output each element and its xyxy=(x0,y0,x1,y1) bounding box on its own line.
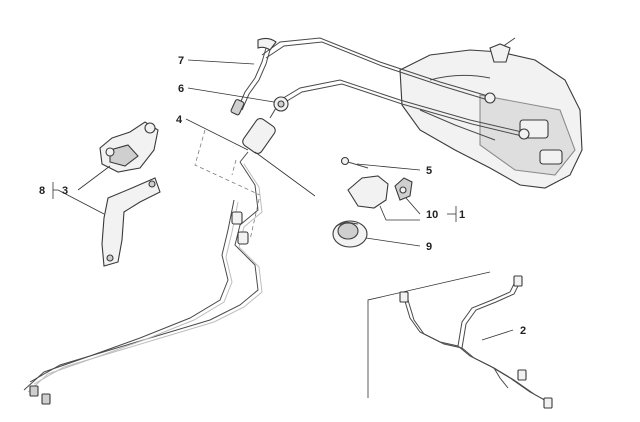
fuel-lines xyxy=(23,129,263,405)
callout-labels: 7 6 4 5 8 3 10 1 9 2 xyxy=(39,55,526,337)
leader-lines xyxy=(57,59,514,341)
callout-6: 6 xyxy=(178,83,184,95)
callout-1: 1 xyxy=(459,209,465,221)
mounting-bracket-part-8 xyxy=(101,177,161,267)
callout-9: 9 xyxy=(426,241,432,253)
fuel-pump-unit-part-3 xyxy=(99,121,159,173)
filler-neck-part-7 xyxy=(230,37,277,116)
screw-part-5 xyxy=(340,156,369,169)
callout-7: 7 xyxy=(178,55,184,67)
cap-part-9 xyxy=(332,220,368,248)
connector-part-6 xyxy=(273,96,289,112)
wiring-harness-part-2 xyxy=(367,271,553,409)
callout-8: 8 xyxy=(39,185,45,197)
callout-4: 4 xyxy=(176,114,183,126)
callout-2: 2 xyxy=(520,325,526,337)
callout-3: 3 xyxy=(62,185,68,197)
callout-5: 5 xyxy=(426,165,432,177)
sensor-housing-part-10 xyxy=(347,175,413,209)
fuel-filter-part-4 xyxy=(239,107,277,163)
callout-brackets xyxy=(52,182,457,222)
vent-pipes xyxy=(261,37,530,140)
callout-10: 10 xyxy=(426,209,438,221)
